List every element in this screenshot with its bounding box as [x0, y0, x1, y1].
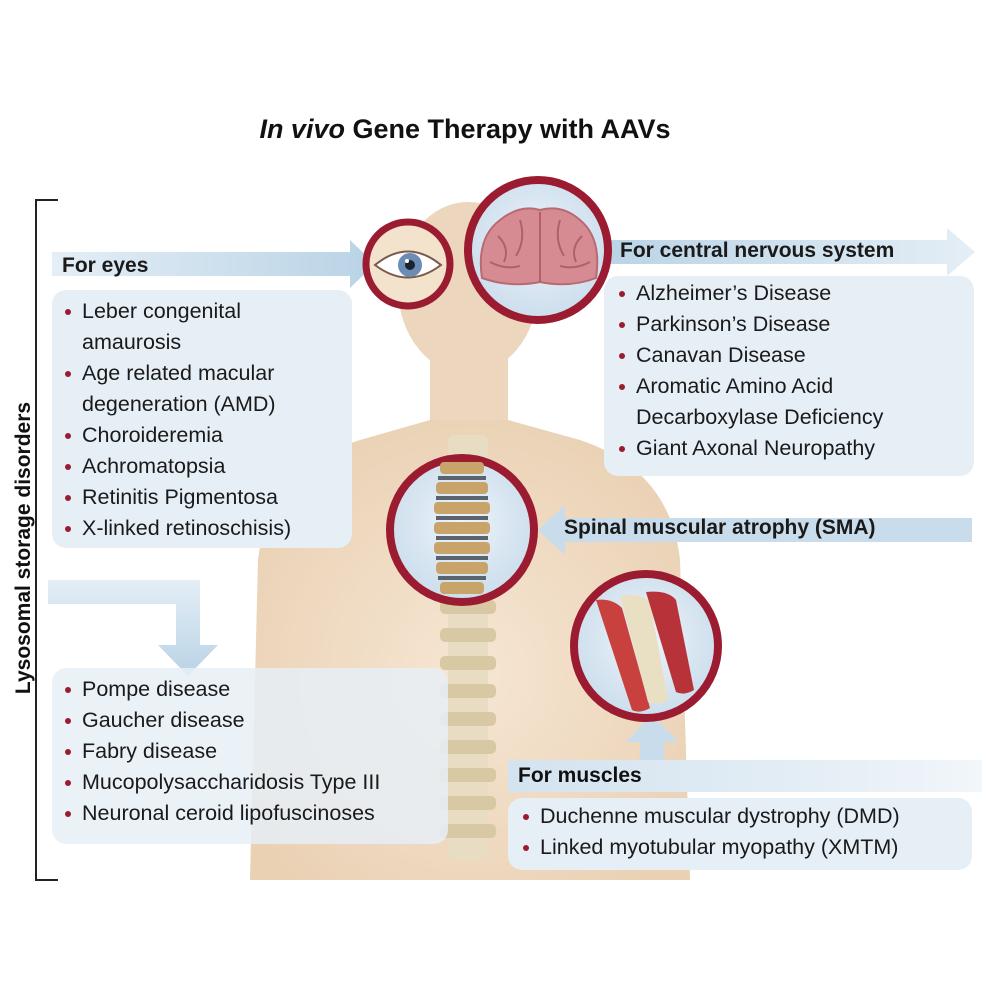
title-italic: In vivo	[259, 114, 345, 144]
lysosomal-arrow	[48, 580, 218, 676]
list-item: Mucopolysaccharidosis Type III	[56, 767, 380, 798]
muscles-list: Duchenne muscular dystrophy (DMD)Linked …	[514, 801, 900, 863]
sma-circle	[386, 454, 538, 606]
list-item: Linked myotubular myopathy (XMTM)	[514, 832, 900, 863]
list-item: Alzheimer’s Disease	[610, 278, 883, 309]
eye-icon	[362, 218, 454, 310]
list-item: Neuronal ceroid lipofuscinoses	[56, 798, 380, 829]
list-item: Achromatopsia	[56, 451, 291, 482]
list-item: Canavan Disease	[610, 340, 883, 371]
muscles-header-bar: For muscles	[508, 760, 982, 792]
brain-icon	[464, 176, 612, 324]
cns-header: For central nervous system	[620, 239, 895, 262]
muscle-icon	[570, 570, 722, 722]
list-item: Leber congenital	[56, 296, 291, 327]
list-item: Choroideremia	[56, 420, 291, 451]
muscles-header: For muscles	[518, 764, 642, 787]
page-title: In vivo Gene Therapy with AAVs	[0, 114, 930, 145]
list-item: Age related macular	[56, 358, 291, 389]
sma-header: Spinal muscular atrophy (SMA)	[564, 516, 876, 539]
list-item: Aromatic Amino Acid	[610, 371, 883, 402]
title-rest: Gene Therapy with AAVs	[344, 114, 671, 144]
list-item: Duchenne muscular dystrophy (DMD)	[514, 801, 900, 832]
lysosomal-bracket	[35, 199, 58, 881]
eyes-arrow	[52, 240, 375, 288]
list-item: degeneration (AMD)	[82, 392, 276, 416]
list-item: Decarboxylase Deficiency	[636, 405, 884, 429]
list-item: amaurosis	[82, 330, 182, 354]
list-item: X-linked retinoschisis)	[56, 513, 291, 544]
list-item: Giant Axonal Neuropathy	[610, 433, 883, 464]
eyes-header: For eyes	[62, 254, 149, 277]
sma-arrow	[538, 505, 972, 555]
muscles-panel: Duchenne muscular dystrophy (DMD)Linked …	[508, 798, 972, 870]
cns-arrow	[597, 228, 975, 276]
side-label-text: Lysosomal storage disorders	[12, 401, 35, 695]
list-item: Fabry disease	[56, 736, 380, 767]
muscles-arrow	[626, 714, 678, 766]
list-item: Gaucher disease	[56, 705, 380, 736]
list-item: Retinitis Pigmentosa	[56, 482, 291, 513]
list-item: Parkinson’s Disease	[610, 309, 883, 340]
list-item: Pompe disease	[56, 674, 380, 705]
